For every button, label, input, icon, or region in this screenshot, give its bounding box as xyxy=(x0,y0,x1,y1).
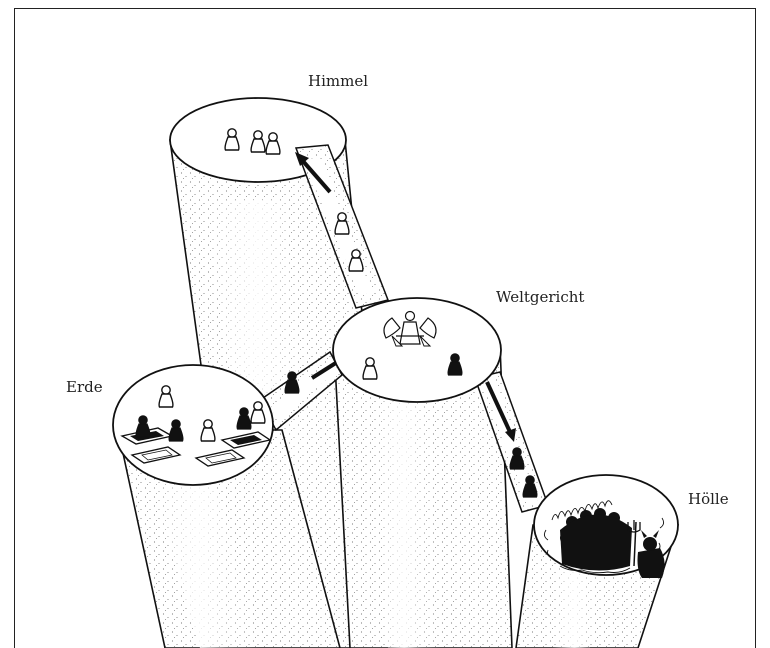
heaven-label: Himmel xyxy=(308,72,368,90)
judgment-label: Weltgericht xyxy=(496,288,584,306)
earth-label: Erde xyxy=(66,378,103,396)
hell-label: Hölle xyxy=(688,490,729,508)
judgment-top xyxy=(333,298,501,402)
